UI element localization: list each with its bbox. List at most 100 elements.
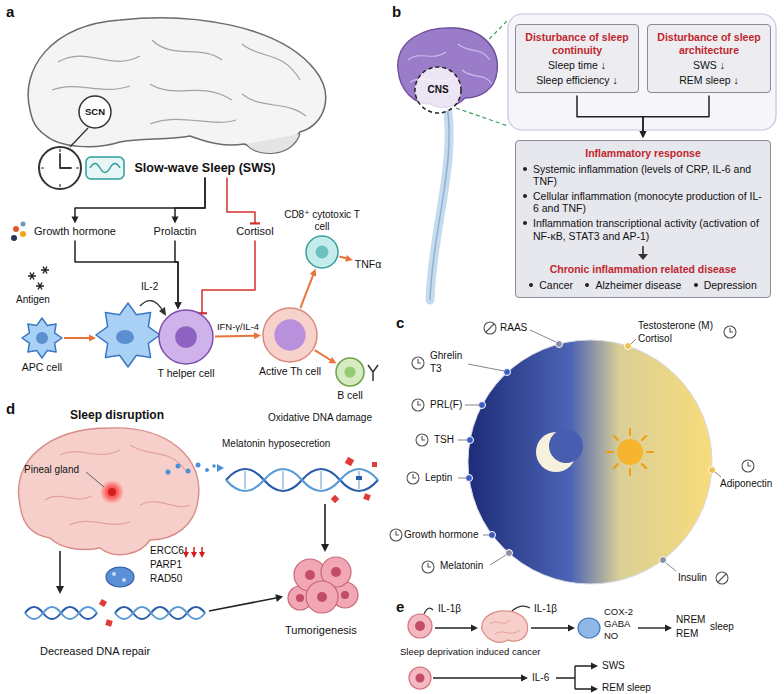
connector-line [339,257,347,259]
flow-arrow [209,598,276,611]
spinal-cord [430,100,449,300]
apc-cell: APC cell [22,318,62,374]
cytokine-label: IL-6 [532,672,549,684]
zoom-outline [455,14,776,130]
cns-circle: CNS [415,67,461,113]
cell-body [415,67,461,113]
tumor-cell-small [409,667,431,689]
connector-line [227,178,255,224]
clock-icon [41,149,79,187]
pathway-arrows [591,686,598,693]
day-night-disc [617,439,643,465]
bullet-dot [694,283,698,287]
tumor-cells [331,567,341,577]
leader-lines [530,330,556,342]
disturbance-box: Disturbance of sleep architectureSWS ↓RE… [647,24,771,93]
apc-cell-large [96,303,160,367]
antibody-symbol [368,365,378,381]
time-icons [412,399,424,411]
inflammation-box: Inflammatory responseSystemic inflammati… [515,140,771,298]
arrow-head [171,216,178,223]
repair-enzyme [106,567,134,587]
wave-icon [86,157,124,179]
panel-letter: b [392,3,401,20]
cell-shape [334,356,366,388]
leader-lines [631,339,636,344]
antigen-symbol [28,267,49,290]
gene-label: ERCC6 [150,545,184,557]
shape-text: SCN [85,106,105,117]
hormone-dots [489,532,496,539]
connector-line [315,350,332,360]
brain-pink [100,480,124,504]
cd8-cell: CD8⁺ cytotoxic T cell [276,209,368,268]
hormone-label: Ghrelin [430,350,462,362]
clock-icon [39,147,81,189]
cell-label: CD8⁺ cytotoxic T cell [276,209,368,233]
antigen-label: Antigen [16,294,50,306]
connector-line [175,178,205,218]
tumor-cell-small [416,674,425,683]
time-icons [716,572,728,584]
time-icons [422,561,434,573]
dna-helix-damaged [105,619,112,626]
brain-pink [45,445,190,525]
time-icons [413,474,416,478]
heading: Chronic inflammation related disease [523,263,763,276]
hormone: Cortisol [236,225,273,238]
body-text: Sleep efficiency ↓ [523,74,631,87]
edge-label: IFN-γ/IL-4 [217,321,259,332]
sleep-stage-label: REM sleep [602,682,651,694]
il2-arrow [159,307,166,316]
hormone-label: Leptin [425,472,452,484]
cytokine-label: IL-2 [141,281,158,293]
leader-lines [490,555,506,565]
arrow-shaft [642,246,644,255]
wave-icon [86,157,124,179]
cell-nucleus [344,366,355,377]
dna-helix [372,462,377,467]
arrow-head [310,269,317,277]
t-helper-cell: T helper cell [157,310,214,380]
connector [171,178,205,224]
clock-icon [60,154,71,168]
presentation-arrow [64,337,90,339]
time-icons [718,574,726,582]
decrease-arrows [199,552,205,558]
disease-row: CancerAlzheimer diseaseDepression [523,279,763,292]
cytokine-icon [21,222,26,227]
day-night-disc [549,429,583,463]
wave-icon [90,164,120,173]
tumor-cells [296,594,304,602]
mediator-blob [578,618,600,638]
clock-icon [39,147,81,189]
connector [640,95,710,138]
connector [300,269,316,308]
cytokine: TNFα [355,258,381,271]
brain-pink [18,428,198,555]
bullet-dot [523,167,527,171]
arrow-head [640,131,647,138]
time-icons [390,529,402,541]
hormone-label: T3 [430,363,442,375]
hormone: Growth hormone [34,225,116,238]
connector [174,241,181,310]
hormone-label: Testosterone (M) [638,320,713,332]
hormone-label: PRL(F) [430,399,462,411]
bullet-dot [523,221,527,225]
process-label: Oxidative DNA damage [268,412,372,424]
heading: Disturbance of sleep architecture [655,31,763,56]
repair-enzyme [112,572,116,576]
inhibit-bar [250,222,260,224]
label-group: SCN [85,106,105,117]
bullet-item: Systemic inflammation (levels of CRP, IL… [523,163,763,188]
melatonin-dots [176,464,181,469]
hormone-dots [660,557,667,564]
tumor-cells [305,570,315,580]
il2-arrow [140,301,166,316]
presentation-arrow [89,335,96,342]
pathway-arrows [471,625,478,632]
time-icons [396,531,399,535]
